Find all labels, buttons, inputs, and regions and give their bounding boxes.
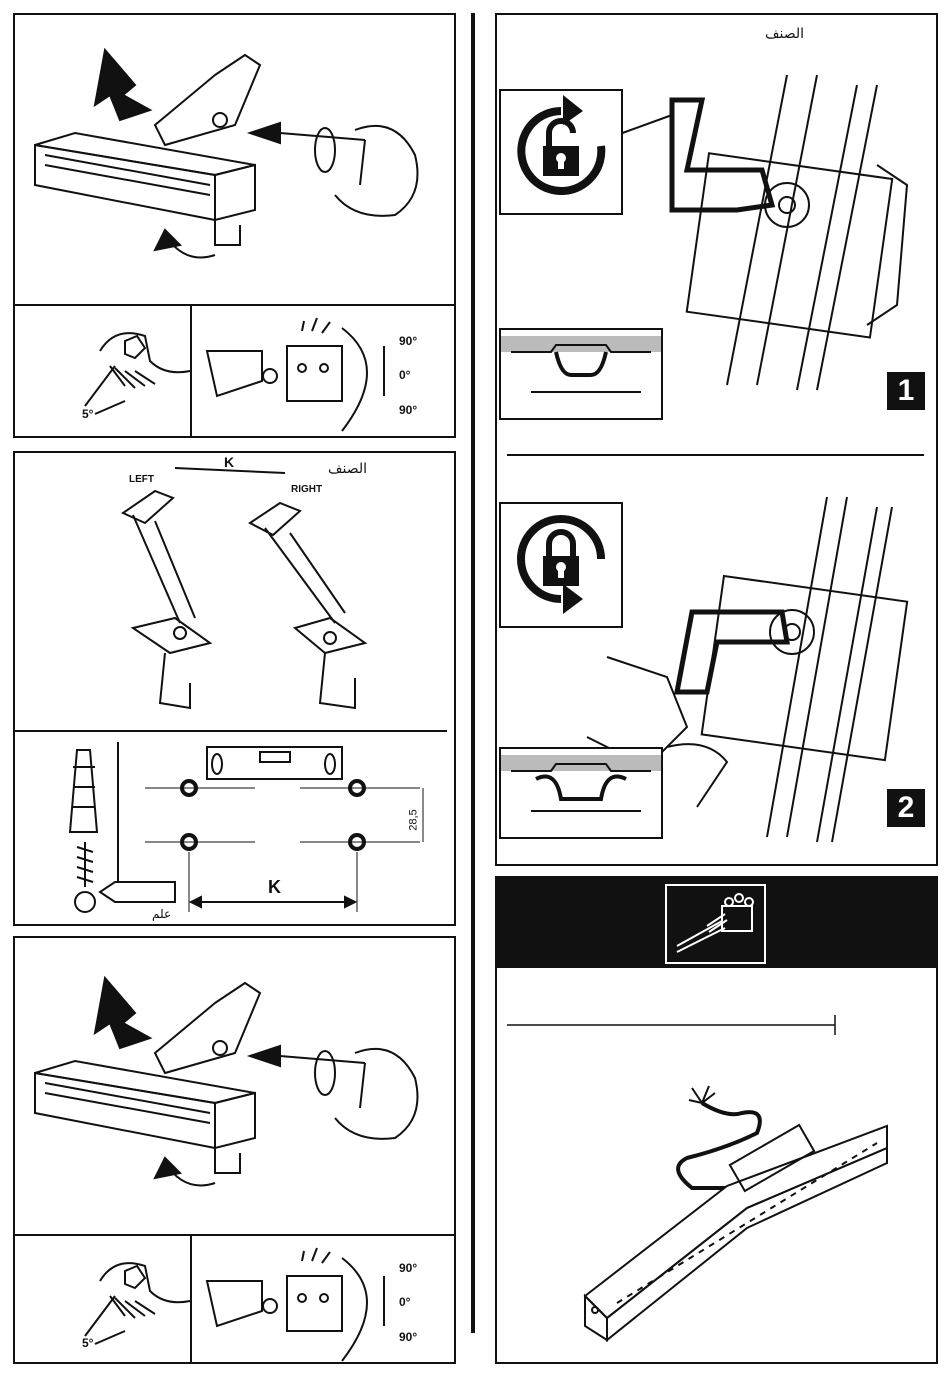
step-number-badge: 1 xyxy=(887,372,925,410)
tilt-detail-illustration xyxy=(15,1236,190,1364)
angle-top-label: 90° xyxy=(399,334,417,348)
led-bar-wiring-illustration xyxy=(497,1068,940,1358)
unlocked-clamp-section xyxy=(501,330,661,418)
step-divider xyxy=(507,454,924,456)
column-separator xyxy=(471,13,475,1333)
tilt-detail-illustration xyxy=(15,306,190,438)
mark-label-arabic: علم xyxy=(152,907,171,921)
tilt-angle-label: 5° xyxy=(82,407,93,421)
panel-bracket-layout: الصنف K LEFT RIGHT xyxy=(13,451,456,926)
angle-mid-label: 0° xyxy=(399,368,410,382)
lock-icon-box xyxy=(499,502,623,628)
brackets-illustration xyxy=(15,453,458,730)
panel-install-top: 5° 90° 0° 90° xyxy=(13,13,456,438)
angle-bottom-label: 90° xyxy=(399,403,417,417)
step-number-badge: 2 xyxy=(887,789,925,827)
bar-mounting-illustration xyxy=(15,15,458,304)
rotation-detail-illustration xyxy=(192,306,457,438)
unlock-icon-box xyxy=(499,89,623,215)
panel-lock-steps: الصنف xyxy=(495,13,938,866)
panel-install-bottom: 5° 90° 0° 90° xyxy=(13,936,456,1364)
spacing-value-label: 28,5 xyxy=(408,809,420,830)
panel-wiring xyxy=(495,876,938,1364)
wiring-icon-box xyxy=(665,884,766,964)
drilling-layout-illustration xyxy=(15,732,458,927)
unlock-rotate-icon xyxy=(501,91,621,213)
rotation-detail-illustration xyxy=(192,1236,457,1364)
unlocked-section-detail xyxy=(499,328,663,420)
item-label-arabic: الصنف xyxy=(765,26,804,42)
locked-section-detail xyxy=(499,747,663,839)
terminal-block-wiring-icon xyxy=(667,886,764,962)
dimension-line xyxy=(497,1003,940,1043)
tilt-angle-label: 5° xyxy=(82,1336,93,1350)
locked-clamp-section xyxy=(501,749,661,837)
angle-top-label: 90° xyxy=(399,1261,417,1275)
angle-bottom-label: 90° xyxy=(399,1330,417,1344)
bar-mounting-illustration xyxy=(15,938,458,1234)
angle-mid-label: 0° xyxy=(399,1295,410,1309)
lock-rotate-icon xyxy=(501,504,621,626)
bottom-dimension-k-label: K xyxy=(268,877,281,898)
